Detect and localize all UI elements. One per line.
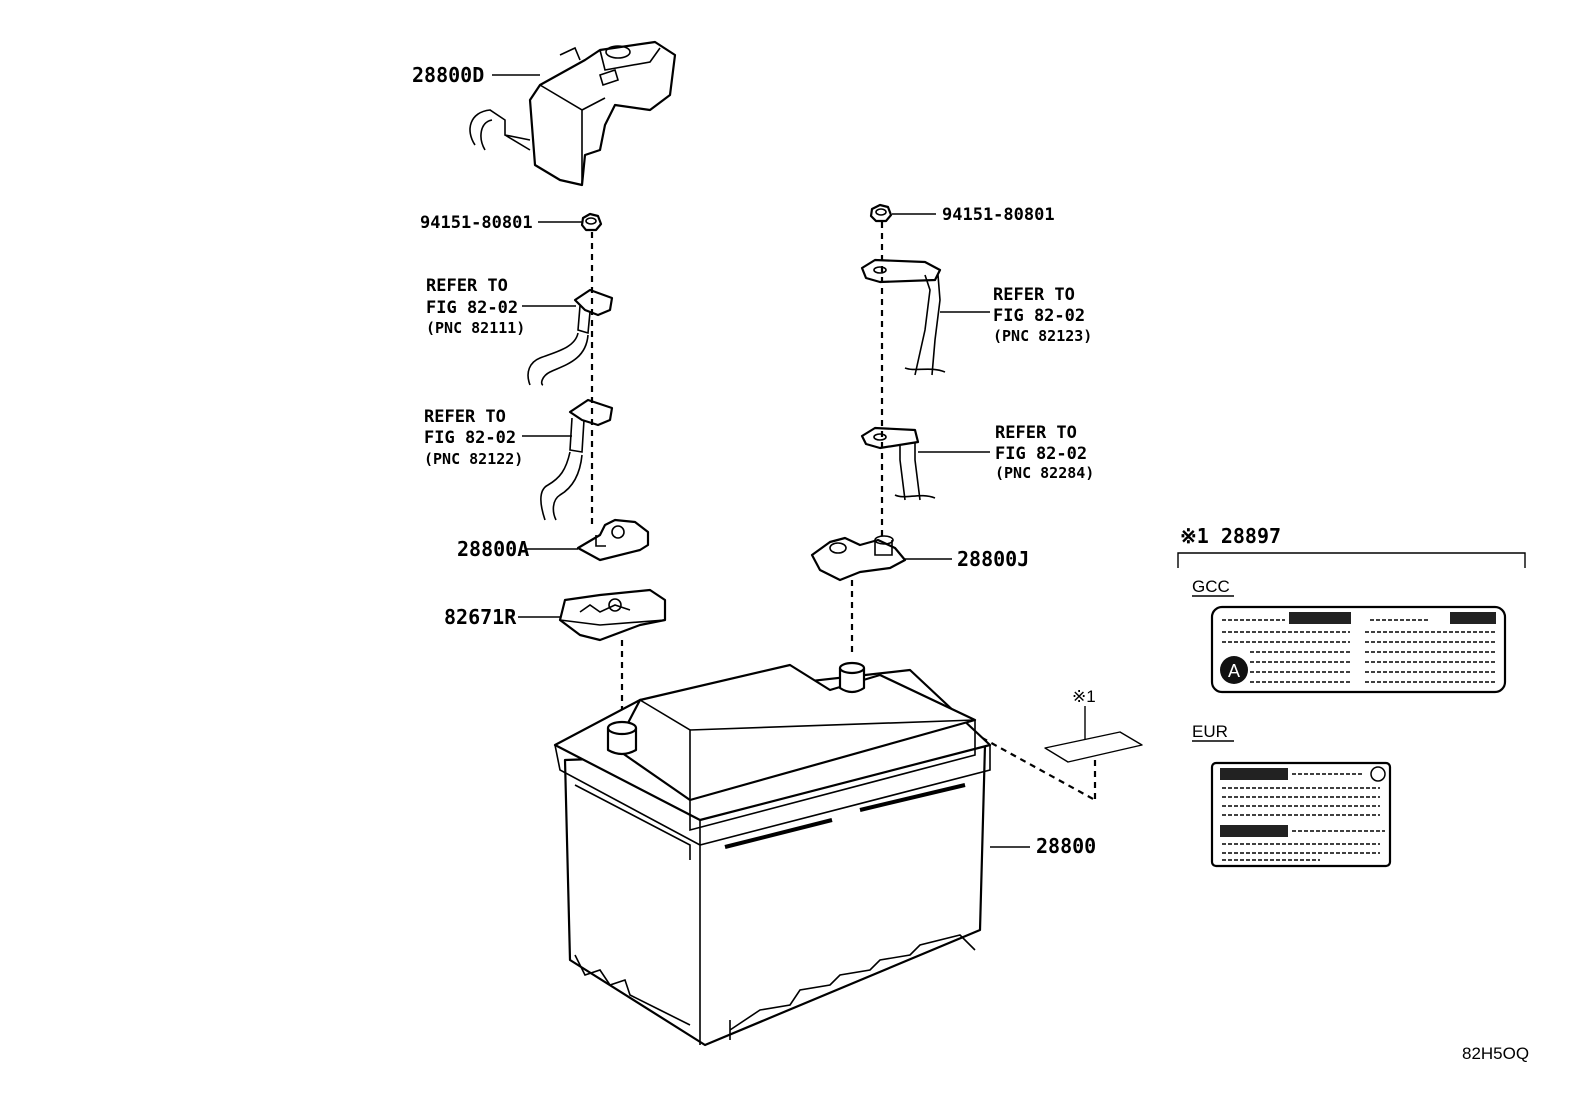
nut-right-part[interactable]: [869, 203, 893, 223]
terminal-left-label: 28800A: [457, 537, 529, 561]
cable-82123-part[interactable]: [860, 258, 946, 376]
eur-caution-label[interactable]: [1210, 761, 1392, 868]
cable-82123-line2: FIG 82-02: [993, 306, 1085, 326]
gcc-marker-text: A: [1228, 661, 1240, 681]
cable-82122-line2: FIG 82-02: [424, 428, 516, 448]
figure-code: 82H5OQ: [1462, 1044, 1529, 1063]
battery-part[interactable]: [553, 661, 992, 1047]
gcc-label: GCC: [1192, 577, 1230, 596]
terminal-right-part[interactable]: [810, 535, 907, 582]
nut-right-label: 94151-80801: [942, 205, 1055, 225]
note-title: ※1 28897: [1180, 524, 1281, 548]
cover-label: 28800D: [412, 63, 484, 87]
note-bracket: [1177, 552, 1526, 568]
cable-82111-line1: REFER TO: [426, 276, 508, 296]
holder-label: 82671R: [444, 605, 517, 629]
note-ref-label: ※1: [1072, 687, 1096, 706]
cable-82111-part[interactable]: [527, 288, 614, 386]
terminal-cover-part[interactable]: [469, 40, 677, 187]
cable-82284-line1: REFER TO: [995, 423, 1077, 443]
cable-82284-line3: (PNC 82284): [995, 464, 1094, 482]
terminal-right-label: 28800J: [957, 547, 1029, 571]
cable-82284-part[interactable]: [860, 426, 936, 501]
nut-left-label: 94151-80801: [420, 213, 533, 233]
cable-82123-line1: REFER TO: [993, 285, 1075, 305]
assembly-lines: [590, 222, 1097, 801]
cable-82111-line2: FIG 82-02: [426, 298, 518, 318]
cable-82123-line3: (PNC 82123): [993, 327, 1092, 345]
cable-82284-line2: FIG 82-02: [995, 444, 1087, 464]
eur-label: EUR: [1192, 722, 1228, 741]
cable-82122-line3: (PNC 82122): [424, 450, 523, 468]
cable-82122-line1: REFER TO: [424, 407, 506, 427]
gcc-caution-label[interactable]: A: [1210, 605, 1507, 694]
battery-label: 28800: [1036, 834, 1096, 858]
holder-part[interactable]: [558, 588, 667, 642]
label-sheet-part[interactable]: [1044, 731, 1143, 763]
nut-left-part[interactable]: [580, 212, 603, 232]
cable-82122-part[interactable]: [540, 398, 614, 521]
terminal-left-part[interactable]: [576, 518, 650, 562]
cable-82111-line3: (PNC 82111): [426, 319, 525, 337]
